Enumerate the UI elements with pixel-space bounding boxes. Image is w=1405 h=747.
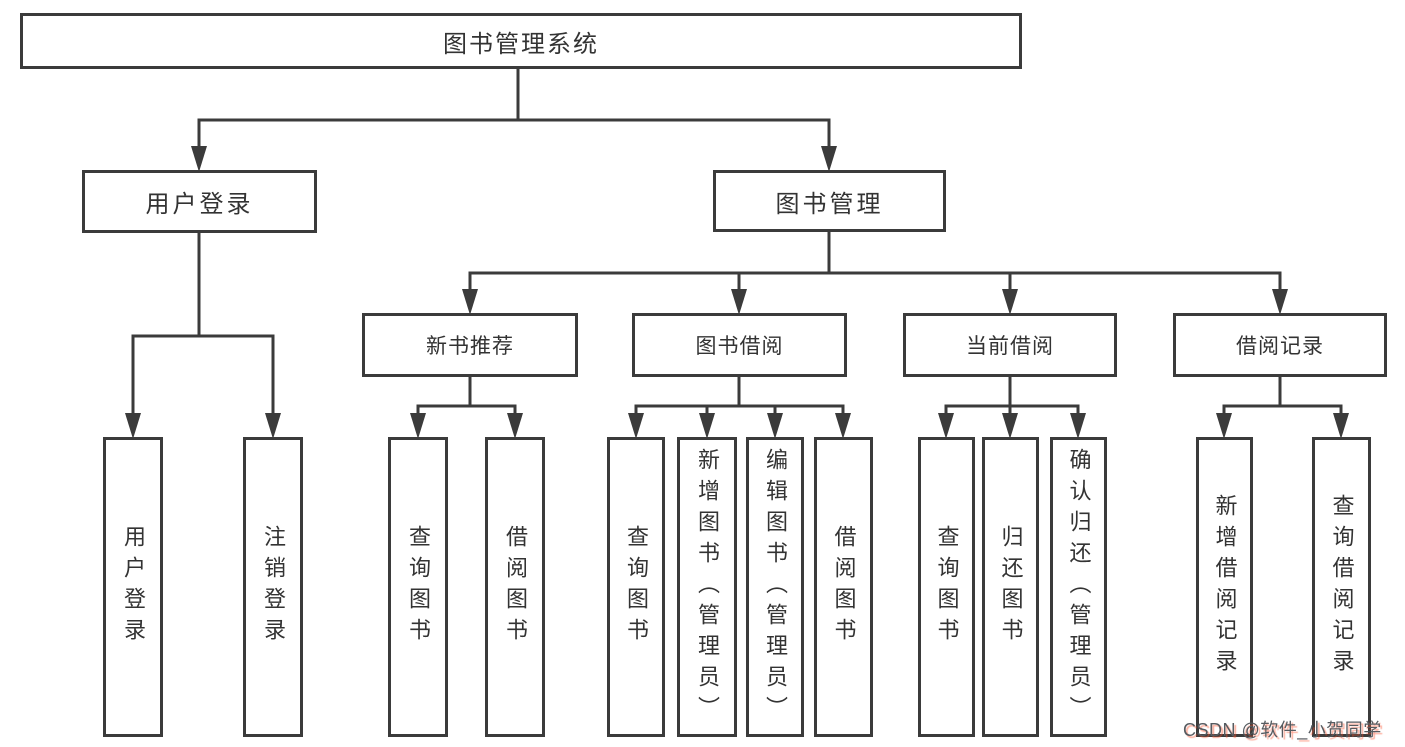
arrowhead-icon [699, 413, 715, 439]
connector-path-book-borrowing [634, 375, 845, 419]
node-label: 图书管理系统 [443, 30, 599, 58]
node-library-system: 图书管理系统 [20, 13, 1022, 69]
node-label: 归还图书 [998, 525, 1024, 649]
node-label: 编辑图书（管理员） [763, 447, 788, 727]
node-label: 借阅记录 [1236, 335, 1324, 358]
node-current-borrowing: 当前借阅 [903, 313, 1117, 377]
connector-path-borrowing-records [1222, 375, 1343, 419]
node-book-borrowing: 图书借阅 [632, 313, 847, 377]
arrowhead-icon [1070, 413, 1086, 439]
arrowhead-icon [628, 413, 644, 439]
arrowhead-icon [410, 413, 426, 439]
arrowhead-icon [191, 146, 207, 172]
node-label: 确认归还（管理员） [1066, 447, 1092, 727]
arrowhead-icon [1002, 413, 1018, 439]
node-leaf-borrow-books: 借阅图书 [814, 437, 873, 737]
arrowhead-icon [1333, 413, 1349, 439]
arrowhead-icon [125, 413, 141, 439]
arrowhead-icon [1216, 413, 1232, 439]
node-new-book-recommend: 新书推荐 [362, 313, 578, 377]
node-leaf-query-books-recommend: 查询图书 [388, 437, 448, 737]
node-leaf-edit-books-admin: 编辑图书（管理员） [746, 437, 804, 737]
node-leaf-add-books-admin: 新增图书（管理员） [677, 437, 737, 737]
node-label: 图书管理 [775, 190, 884, 218]
arrowhead-icon [507, 413, 523, 439]
node-label: 当前借阅 [966, 335, 1054, 358]
node-label: 新增图书（管理员） [695, 447, 720, 727]
node-label: 用户登录 [145, 191, 254, 218]
node-label: 借阅图书 [503, 525, 528, 649]
arrowhead-icon [767, 413, 783, 439]
node-label: 注销登录 [261, 525, 286, 649]
watermark: CSDN @软件_小贺同学 [1183, 720, 1382, 740]
node-borrowing-records: 借阅记录 [1173, 313, 1387, 377]
arrowhead-icon [938, 413, 954, 439]
node-label: 新增借阅记录 [1212, 494, 1238, 680]
connector-path-user-login [131, 231, 275, 419]
arrowhead-icon [462, 289, 478, 315]
node-label: 查询借阅记录 [1329, 494, 1355, 680]
connector-path-new-book-recommend [416, 375, 517, 419]
node-leaf-logout: 注销登录 [243, 437, 303, 737]
node-leaf-query-books-borrowing: 查询图书 [607, 437, 665, 737]
arrowhead-icon [821, 146, 837, 172]
node-book-management: 图书管理 [713, 170, 946, 232]
arrowhead-icon [1002, 289, 1018, 315]
node-leaf-add-borrow-record: 新增借阅记录 [1196, 437, 1253, 737]
node-label: 借阅图书 [831, 525, 857, 649]
connector-path-library-system [197, 67, 831, 152]
node-label: 用户登录 [121, 525, 146, 649]
node-leaf-borrow-books-recommend: 借阅图书 [485, 437, 545, 737]
arrowhead-icon [1272, 289, 1288, 315]
node-label: 查询图书 [934, 525, 960, 649]
node-label: 图书借阅 [695, 335, 784, 358]
node-leaf-query-books-current: 查询图书 [918, 437, 975, 737]
node-leaf-query-borrow-record: 查询借阅记录 [1312, 437, 1371, 737]
node-label: 新书推荐 [426, 335, 514, 358]
node-leaf-user-login: 用户登录 [103, 437, 163, 737]
arrowhead-icon [265, 413, 281, 439]
node-user-login: 用户登录 [82, 170, 317, 233]
arrowhead-icon [835, 413, 851, 439]
node-leaf-confirm-return-admin: 确认归还（管理员） [1050, 437, 1107, 737]
connector-path-current-borrowing [944, 375, 1080, 419]
arrowhead-icon [731, 289, 747, 315]
node-label: 查询图书 [624, 525, 649, 649]
node-label: 查询图书 [406, 525, 431, 649]
connector-path-book-management [468, 230, 1282, 295]
node-leaf-return-books: 归还图书 [982, 437, 1039, 737]
